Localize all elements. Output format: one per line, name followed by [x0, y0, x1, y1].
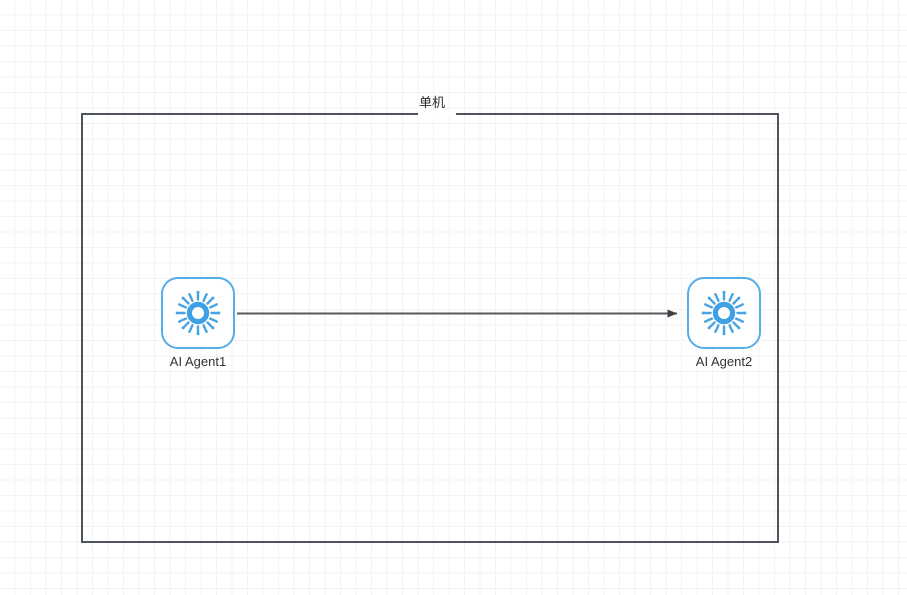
node-ai-agent1[interactable]: AI Agent1	[161, 277, 235, 369]
node-box[interactable]	[687, 277, 761, 349]
group-label: 单机	[418, 95, 445, 110]
ai-agent-icon	[701, 290, 747, 336]
node-label: AI Agent1	[169, 354, 227, 369]
node-box[interactable]	[161, 277, 235, 349]
node-label: AI Agent2	[695, 354, 753, 369]
group-label-border-gap	[418, 112, 456, 117]
ai-agent-icon	[175, 290, 221, 336]
node-ai-agent2[interactable]: AI Agent2	[687, 277, 761, 369]
group-container[interactable]: 单机	[81, 95, 779, 543]
